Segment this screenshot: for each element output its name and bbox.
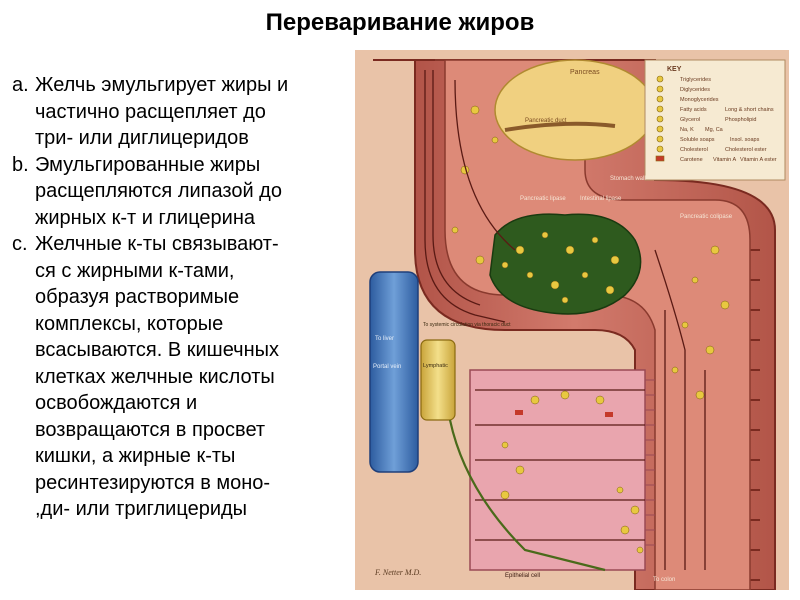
key-label: Cholesterol ester — [725, 147, 767, 153]
pancreas-label: Pancreas — [570, 69, 600, 76]
pancreatic-colipase-label: Pancreatic colipase — [680, 214, 733, 220]
artist-signature: F. Netter M.D. — [374, 568, 421, 577]
text-list: a. Желчь эмульгирует жиры и частично рас… — [12, 72, 347, 523]
list-item-text: Желчь эмульгирует жиры и частично расщеп… — [35, 72, 347, 152]
epithelial-cell-label: Epithelial cell — [505, 573, 540, 579]
list-marker: a. — [12, 72, 35, 152]
key-label: Carotene — [680, 157, 703, 163]
thoracic-duct-label: To systemic circulation via thoracic duc… — [423, 322, 511, 328]
key-label: Vitamin A ester — [740, 157, 777, 163]
lymphatic-vessel — [421, 340, 455, 420]
pancreatic-duct-label: Pancreatic duct — [525, 118, 567, 124]
key-label: Phospholipid — [725, 117, 757, 123]
list-marker: c. — [12, 231, 35, 523]
key-label: Soluble soaps — [680, 137, 715, 143]
list-item: c. Желчные к-ты связывают- ся с жирными … — [12, 231, 347, 523]
portal-vein-label: Portal vein — [373, 364, 401, 370]
list-item: a. Желчь эмульгирует жиры и частично рас… — [12, 72, 347, 152]
key-symbols — [656, 76, 664, 161]
to-liver-label: To liver — [375, 336, 394, 342]
stomach-wall-label: Stomach wall — [610, 176, 646, 182]
key-label: Triglycerides — [680, 77, 711, 83]
key-label: Na, K — [680, 127, 694, 133]
key-label: Diglycerides — [680, 87, 710, 93]
key-label: Long & short chains — [725, 107, 774, 113]
list-item: b. Эмульгированные жиры расщепляются лип… — [12, 152, 347, 232]
key-label: Cholesterol — [680, 147, 708, 153]
key-title: KEY — [667, 66, 682, 73]
list-item-text: Эмульгированные жиры расщепляются липазо… — [35, 152, 347, 232]
pancreatic-lipase-label: Pancreatic lipase — [520, 196, 566, 202]
to-colon-label: To colon — [653, 577, 675, 583]
intestinal-lipase-label: Intestinal lipase — [580, 196, 622, 202]
portal-vein — [370, 272, 418, 472]
lymphatic-label: Lymphatic — [423, 363, 448, 369]
key-label: Glycerol — [680, 117, 700, 123]
key-label: Vitamin A — [713, 157, 736, 163]
key-label: Fatty acids — [680, 107, 707, 113]
list-item-text: Желчные к-ты связывают- ся с жирными к-т… — [35, 231, 347, 523]
slide-title: Переваривание жиров — [0, 8, 800, 38]
list-marker: b. — [12, 152, 35, 232]
key-label: Insol. soaps — [730, 137, 760, 143]
key-label: Mg, Ca — [705, 127, 724, 133]
fat-digestion-illustration: Pancreas Pancreatic duct KEY Triglycerid… — [355, 50, 789, 590]
key-label: Monoglycerides — [680, 97, 719, 103]
